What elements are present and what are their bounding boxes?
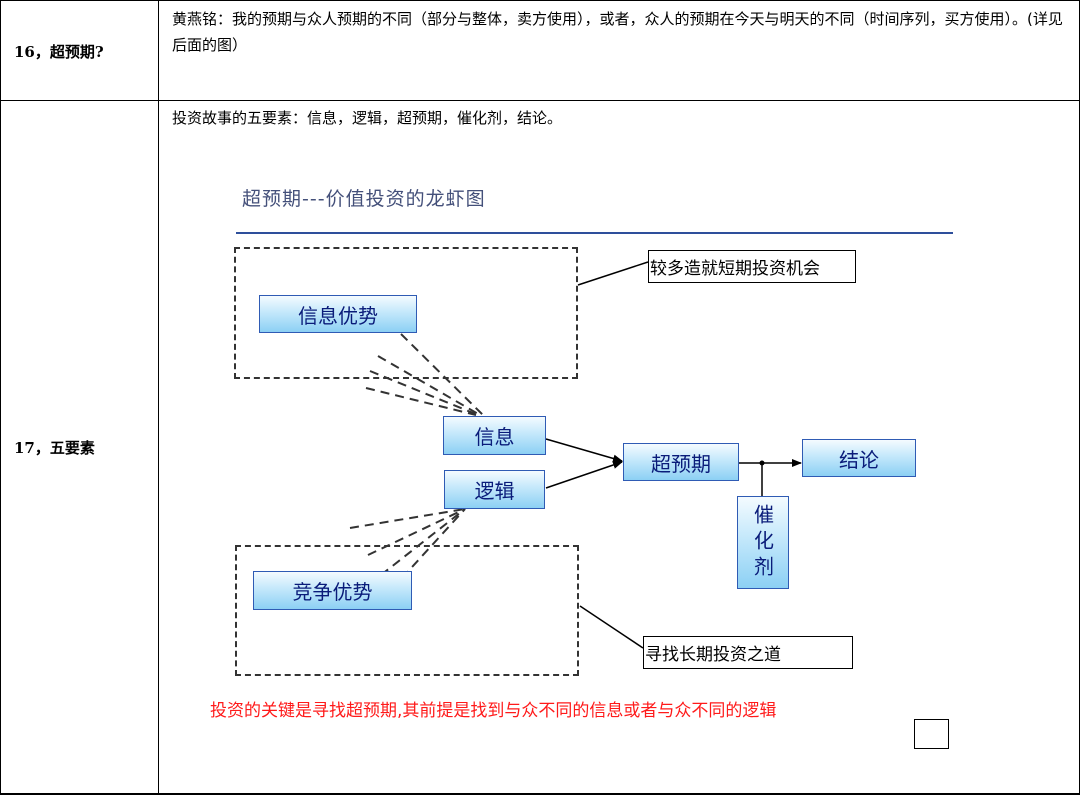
long-term-callout: 寻找长期投资之道: [643, 636, 853, 669]
competitive-advantage-fan: [349, 508, 466, 579]
info-to-beyond-arrow: [545, 438, 623, 463]
row-16-content: 黄燕铭：我的预期与众人预期的不同（部分与整体，卖方使用），或者，众人的预期在今天…: [172, 10, 1063, 54]
catalyst-box: 催化剂: [737, 496, 789, 589]
beyond-expectation-box: 超预期: [623, 443, 739, 481]
diagram-title-rule: [236, 232, 953, 234]
row-16-label: 16，超预期?: [14, 43, 104, 61]
top-callout-leader: [577, 261, 649, 286]
logic-to-beyond-arrow: [545, 461, 623, 489]
table-border-left: [0, 0, 1, 795]
key-point-note: 投资的关键是寻找超预期,其前提是找到与众不同的信息或者与众不同的逻辑: [210, 701, 777, 721]
row-17-content: 投资故事的五要素：信息，逻辑，超预期，催化剂，结论。: [172, 109, 563, 127]
conclusion-box: 结论: [802, 439, 916, 477]
table-border-top: [0, 0, 1080, 1]
table-row-divider: [0, 100, 1080, 101]
logic-box: 逻辑: [444, 470, 545, 509]
table-column-divider: [158, 0, 159, 795]
bottom-callout-leader: [579, 605, 644, 649]
table-border-bottom: [0, 793, 1080, 795]
row-17-label: 17，五要素: [14, 439, 95, 457]
short-term-dashed-group: [234, 247, 578, 379]
catalyst-junction-dot: [759, 460, 765, 466]
empty-square: [914, 719, 949, 749]
info-advantage-box: 信息优势: [259, 295, 417, 333]
competitive-advantage-box: 竞争优势: [253, 571, 412, 610]
short-term-callout: 较多造就短期投资机会: [648, 250, 856, 283]
info-advantage-fan: [365, 333, 484, 416]
information-box: 信息: [443, 416, 546, 455]
diagram-title: 超预期---价值投资的龙虾图: [242, 188, 486, 210]
long-term-dashed-group: [235, 545, 579, 676]
